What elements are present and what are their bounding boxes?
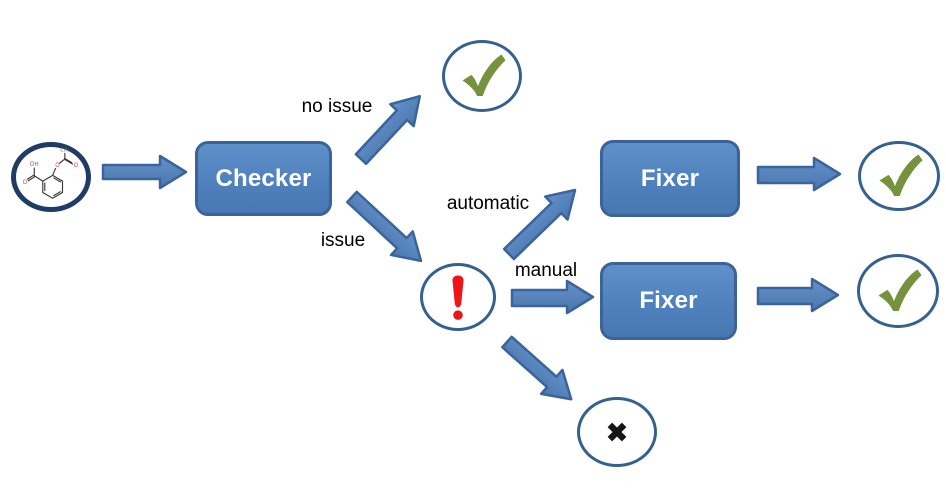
arrow-reject bbox=[501, 335, 573, 401]
atom-label-oh: OH bbox=[30, 162, 39, 168]
check-icon bbox=[879, 154, 923, 196]
success-node-top bbox=[442, 40, 522, 112]
arrow-no-issue bbox=[354, 94, 422, 166]
fixer-node-automatic: Fixer bbox=[600, 140, 740, 217]
arrow-manual bbox=[510, 279, 595, 315]
arrow-fixer-auto-to-success bbox=[756, 156, 842, 192]
success-node-automatic bbox=[858, 141, 940, 211]
input-molecule-node: OH O O O CH₃ bbox=[11, 142, 91, 212]
arrow-automatic bbox=[502, 188, 577, 261]
atom-label-o-carboxyl: O bbox=[23, 180, 28, 186]
check-icon bbox=[462, 54, 506, 96]
atom-label-o-ester: O bbox=[55, 163, 60, 169]
success-node-manual bbox=[857, 254, 939, 328]
edge-label-automatic: automatic bbox=[446, 193, 530, 214]
checker-label: Checker bbox=[215, 164, 312, 192]
arrow-molecule-to-checker bbox=[101, 154, 188, 190]
reject-node bbox=[577, 397, 657, 467]
atom-label-o-carbonyl: O bbox=[74, 163, 79, 169]
cross-icon bbox=[607, 422, 627, 442]
edge-label-no-issue: no issue bbox=[301, 96, 373, 117]
checker-node: Checker bbox=[195, 141, 332, 216]
check-icon bbox=[878, 269, 922, 311]
arrow-issue bbox=[345, 190, 423, 263]
molecule-icon: OH O O O CH₃ bbox=[23, 147, 79, 199]
fixer-manual-label: Fixer bbox=[639, 287, 698, 314]
atom-label-ch3: CH₃ bbox=[60, 147, 69, 153]
arrow-fixer-manual-to-success bbox=[756, 277, 840, 313]
exclamation-icon bbox=[452, 275, 464, 320]
edge-label-issue: issue bbox=[320, 230, 366, 251]
issue-node bbox=[420, 263, 496, 331]
fixer-automatic-label: Fixer bbox=[640, 164, 700, 192]
edge-label-manual: manual bbox=[514, 260, 578, 281]
fixer-node-manual: Fixer bbox=[600, 262, 737, 340]
